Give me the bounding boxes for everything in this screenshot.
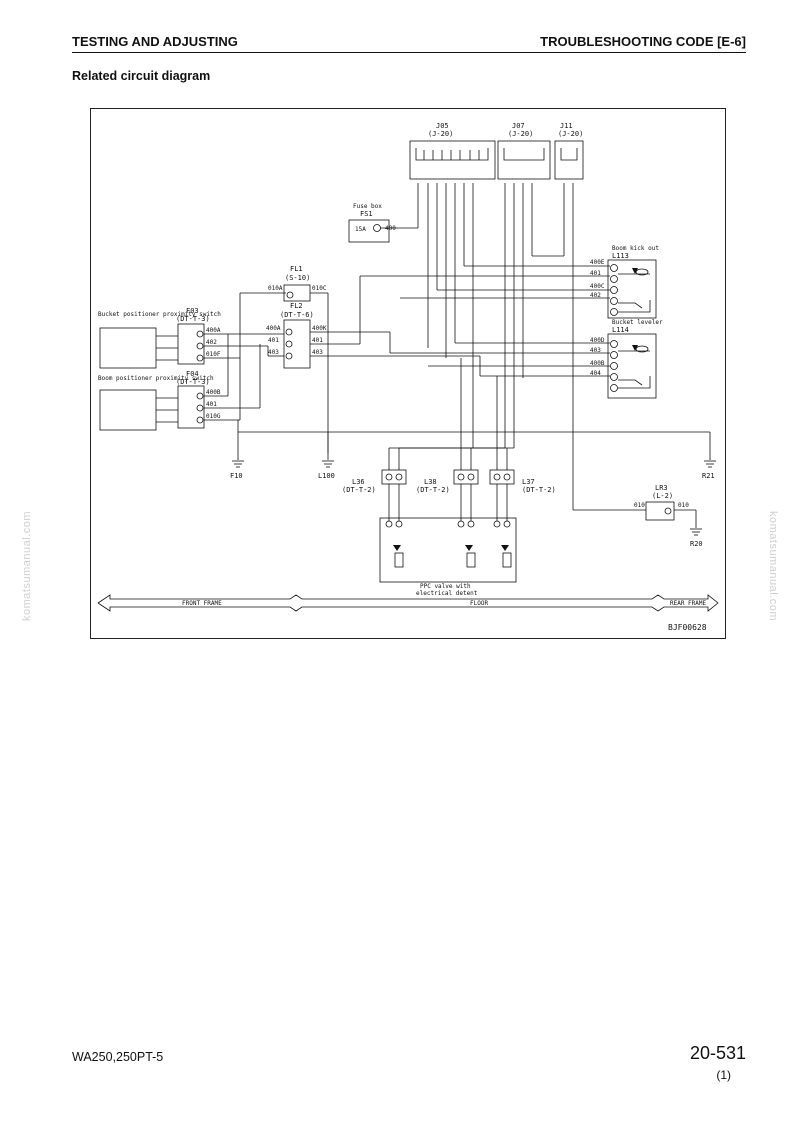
- ground-f10: F10: [230, 472, 243, 480]
- ground-r21: R21: [702, 472, 715, 480]
- fl2-id: FL2: [290, 302, 303, 310]
- fl2-right-wire-3: 403: [312, 349, 323, 356]
- watermark-left: komatsumanual.com: [21, 511, 33, 621]
- f03-wire-b: 402: [206, 339, 217, 346]
- f04-sensor: Boom positioner proximity switch: [98, 375, 214, 382]
- f04-wire-b: 401: [206, 401, 217, 408]
- fusebox-id: FS1: [360, 210, 373, 218]
- fl1-id: FL1: [290, 265, 303, 273]
- fl2-right-wire-2: 401: [312, 337, 323, 344]
- lr3-id: LR3: [655, 484, 668, 492]
- header-section-title: TESTING AND ADJUSTING: [72, 34, 238, 49]
- fl1-left-wire: 010A: [268, 285, 283, 292]
- fl2-connector: [283, 319, 311, 369]
- l113-wire-2: 401: [590, 270, 601, 277]
- l114-label: Bucket leveler: [612, 319, 663, 326]
- ground-r20: R20: [690, 540, 703, 548]
- ppc-valve-line1: PPC valve with: [420, 583, 471, 590]
- fl1-type: (S-10): [285, 274, 310, 282]
- j07-connector: [497, 140, 551, 180]
- l36-type: (DT-T-2): [342, 486, 376, 494]
- f03-id: F03: [186, 307, 199, 315]
- l36-id: L36: [352, 478, 365, 486]
- ppc-valve: [379, 517, 517, 583]
- j05-type: (J-20): [428, 130, 453, 138]
- fl2-right-wire-1: 400K: [312, 325, 327, 332]
- f04-connector: [177, 385, 205, 429]
- f04-id: F04: [186, 370, 199, 378]
- lr3-right-wire: 010: [678, 502, 689, 509]
- f04-type: (DT-T-3): [176, 378, 210, 386]
- l38-connector: [453, 469, 479, 485]
- header-rule: [72, 52, 746, 53]
- j11-type: (J-20): [558, 130, 583, 138]
- fusebox-label: Fuse box: [353, 203, 382, 210]
- footer-model: WA250,250PT-5: [72, 1050, 164, 1064]
- boom-positioner-switch: [99, 389, 157, 431]
- fl2-left-wire-3: 403: [268, 349, 279, 356]
- page-subtitle: Related circuit diagram: [72, 69, 211, 83]
- ppc-valve-line2: electrical detent: [416, 590, 478, 597]
- l38-type: (DT-T-2): [416, 486, 450, 494]
- ground-l100: L100: [318, 472, 335, 480]
- fuse-box: [348, 219, 390, 243]
- circuit-diagram: J05 (J-20) J07 (J-20) J11 (J-20) Fuse bo…: [97, 122, 719, 632]
- diagram-frame: [90, 108, 726, 639]
- f03-wire-c: 010F: [206, 351, 221, 358]
- fusebox-wire: 400: [385, 225, 396, 232]
- j11-title: J11: [560, 122, 573, 130]
- f03-connector: [177, 323, 205, 365]
- frame-floor: FLOOR: [470, 600, 488, 607]
- l114-wire-3: 400B: [590, 360, 605, 367]
- l114-wire-4: 404: [590, 370, 601, 377]
- footer-page-number: 20-531: [689, 1043, 746, 1063]
- l114-wire-2: 403: [590, 347, 601, 354]
- l113-wire-4: 402: [590, 292, 601, 299]
- f04-wire-c: 010G: [206, 413, 221, 420]
- l37-connector: [489, 469, 515, 485]
- frame-front: FRONT FRAME: [182, 600, 222, 607]
- lr3-type: (L-2): [652, 492, 673, 500]
- header-troubleshooting-code: TROUBLESHOOTING CODE [E-6]: [540, 34, 746, 49]
- footer-revision: (1): [716, 1068, 731, 1082]
- f03-sensor: Bucket positioner proximity switch: [98, 311, 221, 318]
- bucket-positioner-switch: [99, 327, 157, 369]
- l113-id: L113: [612, 252, 629, 260]
- fl1-right-wire: 010C: [312, 285, 327, 292]
- f03-wire-a: 400A: [206, 327, 221, 334]
- fl2-left-wire-1: 400A: [266, 325, 281, 332]
- l113-label: Boom kick out: [612, 245, 659, 252]
- l113-wire-1: 400E: [590, 259, 605, 266]
- l36-connector: [381, 469, 407, 485]
- l114-id: L114: [612, 326, 629, 334]
- frame-rear: REAR FRAME: [670, 600, 707, 607]
- diagram-id: BJF00628: [668, 623, 707, 632]
- l114-wire-1: 400D: [590, 337, 605, 344]
- watermark-right: komatsumanual.com: [767, 511, 779, 621]
- l38-id: L38: [424, 478, 437, 486]
- j05-connector: [409, 140, 496, 180]
- j07-type: (J-20): [508, 130, 533, 138]
- j05-title: J05: [436, 122, 449, 130]
- f04-wire-a: 400B: [206, 389, 221, 396]
- j11-connector: [554, 140, 584, 180]
- l113-wire-3: 400C: [590, 283, 605, 290]
- lr3-connector: [645, 501, 675, 521]
- fl2-type: (DT-T-6): [280, 311, 314, 319]
- l37-type: (DT-T-2): [522, 486, 556, 494]
- fusebox-rating: 15A: [355, 226, 366, 233]
- l37-id: L37: [522, 478, 535, 486]
- fl2-left-wire-2: 401: [268, 337, 279, 344]
- f03-type: (DT-T-3): [176, 315, 210, 323]
- l113-boom-kickout: [607, 259, 657, 319]
- lr3-left-wire: 010: [634, 502, 645, 509]
- j07-title: J07: [512, 122, 525, 130]
